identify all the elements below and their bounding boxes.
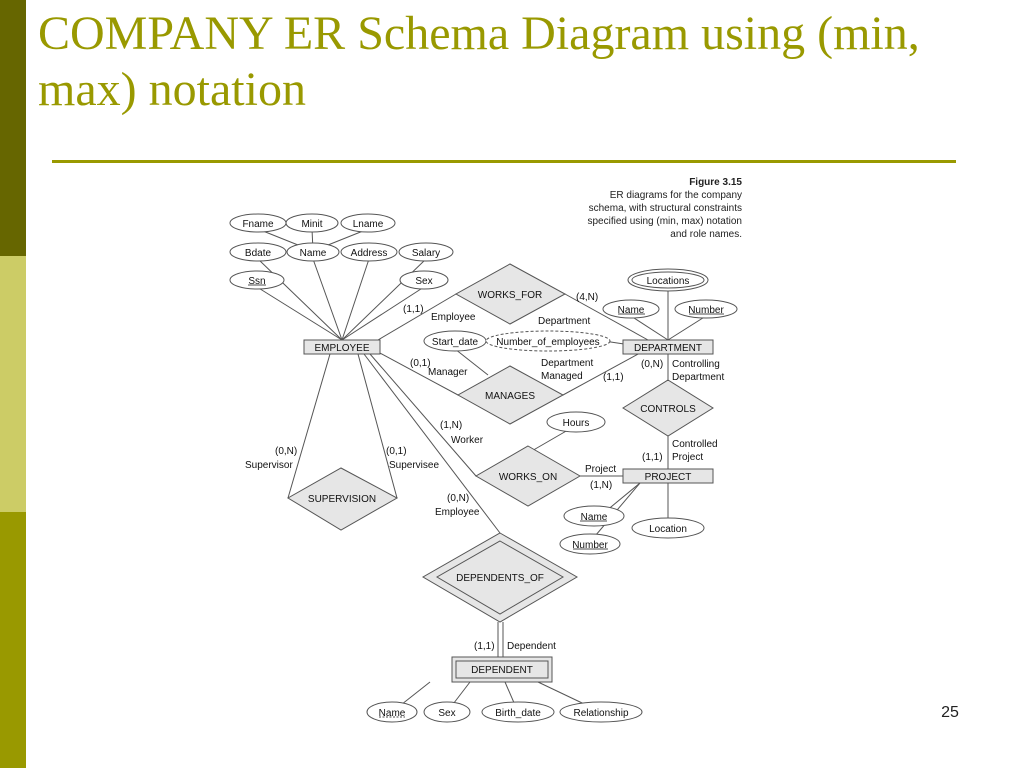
- slide-title: COMPANY ER Schema Diagram using (min, ma…: [38, 7, 920, 116]
- entity-department: DEPARTMENT: [634, 343, 702, 354]
- figure-caption-line: specified using (min, max) notation: [587, 216, 742, 227]
- attribute-ovals: [229, 213, 738, 723]
- rel-controls: CONTROLS: [640, 404, 696, 415]
- role-dependent: Dependent: [507, 641, 556, 652]
- entity-dependent: DEPENDENT: [471, 665, 533, 676]
- entity-project: PROJECT: [645, 472, 692, 483]
- attr-department-number: Number: [688, 305, 724, 316]
- attr-project-name: Name: [581, 512, 608, 523]
- constraint-dependents-dependent: (1,1): [474, 641, 495, 652]
- attr-dependent-name: Name: [379, 708, 406, 719]
- figure-number: Figure 3.15: [689, 177, 742, 188]
- constraint-works-on-employee: (1,N): [440, 420, 462, 431]
- sidebar-top-band: [0, 0, 26, 256]
- constraint-labels: (1,1) (4,N) (0,1) (1,1) (0,N) (1,1) (1,N…: [275, 292, 663, 652]
- rel-manages: MANAGES: [485, 391, 535, 402]
- entity-labels: EMPLOYEE DEPARTMENT PROJECT DEPENDENT: [314, 343, 702, 676]
- role-worker: Worker: [451, 435, 484, 446]
- relationship-diamonds: [287, 263, 714, 623]
- attr-minit: Minit: [301, 219, 322, 230]
- attr-bdate: Bdate: [245, 248, 272, 259]
- constraint-manages-department: (1,1): [603, 372, 624, 383]
- attr-lname: Lname: [353, 219, 384, 230]
- figure-caption: Figure 3.15 ER diagrams for the company …: [560, 176, 742, 241]
- attr-sex: Sex: [415, 276, 432, 287]
- attribute-labels: Fname Minit Lname Bdate Name Address Sal…: [242, 219, 724, 719]
- sidebar-middle-band: [0, 256, 26, 512]
- role-controlled-line2: Project: [672, 452, 703, 463]
- constraint-manages-employee: (0,1): [410, 358, 431, 369]
- title-divider: [52, 160, 956, 163]
- attr-department-name: Name: [618, 305, 645, 316]
- attr-project-location: Location: [649, 524, 687, 535]
- attr-employee-name: Name: [300, 248, 327, 259]
- rel-works-on: WORKS_ON: [499, 472, 557, 483]
- attr-salary: Salary: [412, 248, 440, 259]
- constraint-supervisee: (0,1): [386, 446, 407, 457]
- entity-boxes: [303, 339, 714, 683]
- attr-start-date: Start_date: [432, 337, 479, 348]
- constraint-supervisor: (0,N): [275, 446, 297, 457]
- role-manager: Manager: [428, 367, 468, 378]
- relationship-labels: WORKS_FOR MANAGES CONTROLS WORKS_ON SUPE…: [308, 290, 696, 584]
- role-department-works-for: Department: [538, 316, 590, 327]
- role-employee-dependents: Employee: [435, 507, 480, 518]
- role-controlled-line1: Controlled: [672, 439, 718, 450]
- attr-relationship: Relationship: [573, 708, 628, 719]
- role-department-managed-line1: Department: [541, 358, 593, 369]
- attr-address: Address: [351, 248, 388, 259]
- role-employee-works-for: Employee: [431, 312, 476, 323]
- rel-supervision: SUPERVISION: [308, 494, 376, 505]
- attr-ssn: Ssn: [248, 276, 265, 287]
- rel-dependents-of: DEPENDENTS_OF: [456, 573, 544, 584]
- role-controlling-line1: Controlling: [672, 359, 720, 370]
- attr-fname: Fname: [242, 219, 274, 230]
- constraint-controls-department: (0,N): [641, 359, 663, 370]
- constraint-works-on-project: (1,N): [590, 480, 612, 491]
- key-underlines: [248, 284, 724, 718]
- constraint-controls-project: (1,1): [642, 452, 663, 463]
- page-number: 25: [941, 704, 959, 721]
- role-department-managed-line2: Managed: [541, 371, 583, 382]
- role-labels: Employee Department Manager Department M…: [245, 312, 724, 652]
- figure-caption-line: and role names.: [670, 229, 742, 240]
- constraint-works-for-employee: (1,1): [403, 304, 424, 315]
- attr-birth-date: Birth_date: [495, 708, 541, 719]
- figure-caption-line: ER diagrams for the company: [609, 190, 742, 201]
- constraint-works-for-department: (4,N): [576, 292, 598, 303]
- attr-project-number: Number: [572, 540, 608, 551]
- identifying-double-line: [497, 622, 504, 660]
- entity-employee: EMPLOYEE: [314, 343, 369, 354]
- role-supervisor: Supervisor: [245, 460, 293, 471]
- role-supervisee: Supervisee: [389, 460, 439, 471]
- role-project: Project: [585, 464, 616, 475]
- attr-locations: Locations: [647, 276, 690, 287]
- figure-caption-line: schema, with structural constraints: [588, 203, 742, 214]
- sidebar-bottom-band: [0, 512, 26, 768]
- role-controlling-line2: Department: [672, 372, 724, 383]
- attr-hours: Hours: [563, 418, 590, 429]
- rel-works-for: WORKS_FOR: [478, 290, 542, 301]
- attr-dependent-sex: Sex: [438, 708, 455, 719]
- constraint-dependents-employee: (0,N): [447, 493, 469, 504]
- attr-number-of-employees: Number_of_employees: [496, 337, 599, 348]
